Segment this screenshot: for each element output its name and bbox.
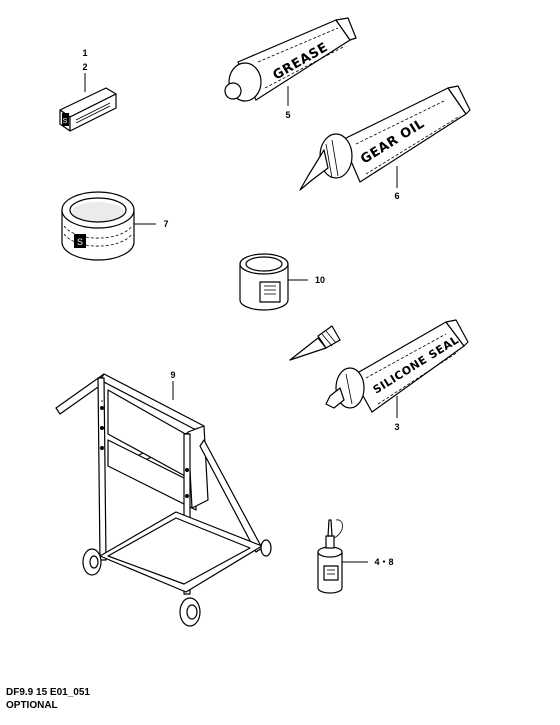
svg-text:S: S — [63, 118, 68, 125]
callout-6: 6 — [394, 191, 399, 201]
callout-3: 3 — [394, 422, 399, 432]
grease-tube-part[interactable]: GREASE — [224, 17, 357, 102]
callout-2: 2 — [82, 62, 87, 72]
nozzle-tip-part[interactable] — [289, 325, 341, 361]
callout-4-8: 4・8 — [374, 557, 393, 567]
diagram-code: DF9.9 15 E01_051 — [6, 687, 90, 698]
callout-1: 1 — [82, 48, 87, 58]
oil-bottle-part[interactable] — [317, 519, 343, 594]
svg-text:S: S — [77, 237, 83, 247]
motor-stand-part[interactable] — [55, 373, 272, 627]
gear-oil-tube-part[interactable]: GEAR OIL — [299, 85, 471, 191]
paint-stick-part[interactable]: S — [59, 87, 117, 132]
diagram-title: OPTIONAL — [6, 700, 58, 711]
callout-9: 9 — [170, 370, 175, 380]
small-can-part[interactable] — [239, 253, 289, 311]
callout-10: 10 — [315, 275, 325, 285]
callout-5: 5 — [285, 110, 290, 120]
callout-7: 7 — [163, 219, 168, 229]
grease-can-part[interactable]: S — [61, 191, 135, 261]
